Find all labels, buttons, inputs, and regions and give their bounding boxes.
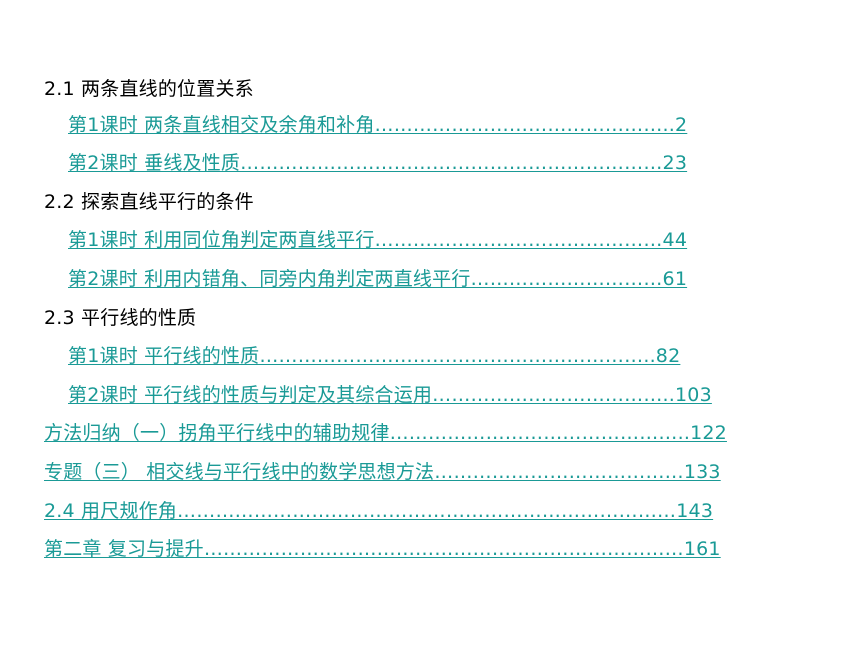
- toc-entry[interactable]: 第2课时 利用内错角、同旁内角判定两直线平行…………………………61: [0, 264, 687, 294]
- toc-entry-link[interactable]: 第1课时 利用同位角判定两直线平行………………………………………44: [68, 229, 688, 251]
- toc-entry-link[interactable]: 第2课时 利用内错角、同旁内角判定两直线平行…………………………61: [68, 268, 688, 290]
- toc-entry[interactable]: 2.4 用尺规作角……………………………………………………………………143: [0, 496, 713, 526]
- toc-entry-link[interactable]: 专题（三） 相交线与平行线中的数学思想方法…………………………………133: [44, 461, 721, 483]
- toc-entry[interactable]: 第二章 复习与提升…………………………………………………………………161: [0, 534, 721, 564]
- section-heading-text: 2.1 两条直线的位置关系: [44, 78, 254, 100]
- toc-entry[interactable]: 第1课时 平行线的性质……………………………………………………..82: [0, 341, 680, 371]
- toc-entry[interactable]: 专题（三） 相交线与平行线中的数学思想方法…………………………………133: [0, 457, 721, 487]
- toc-entry-link[interactable]: 第2课时 平行线的性质与判定及其综合运用………………………………..103: [68, 384, 712, 406]
- toc-entry-link[interactable]: 方法归纳（一）拐角平行线中的辅助规律………………………………………..122: [44, 422, 727, 444]
- section-heading-text: 2.3 平行线的性质: [44, 307, 197, 329]
- section-heading-2-3: 2.3 平行线的性质: [0, 303, 196, 333]
- toc-entry[interactable]: 第2课时 平行线的性质与判定及其综合运用………………………………..103: [0, 380, 712, 410]
- toc-entry-link[interactable]: 第1课时 平行线的性质……………………………………………………..82: [68, 345, 681, 367]
- section-heading-text: 2.2 探索直线平行的条件: [44, 191, 254, 213]
- section-heading-2-1: 2.1 两条直线的位置关系: [0, 74, 254, 104]
- toc-entry-link[interactable]: 2.4 用尺规作角……………………………………………………………………143: [44, 500, 714, 522]
- toc-entry-link[interactable]: 第1课时 两条直线相交及余角和补角………………………………………..2: [68, 114, 688, 136]
- toc-entry-link[interactable]: 第二章 复习与提升…………………………………………………………………161: [44, 538, 721, 560]
- toc-entry[interactable]: 方法归纳（一）拐角平行线中的辅助规律………………………………………..122: [0, 418, 727, 448]
- toc-entry[interactable]: 第1课时 两条直线相交及余角和补角………………………………………..2: [0, 110, 687, 140]
- section-heading-2-2: 2.2 探索直线平行的条件: [0, 187, 254, 217]
- toc-entry[interactable]: 第1课时 利用同位角判定两直线平行………………………………………44: [0, 225, 687, 255]
- toc-entry-link[interactable]: 第2课时 垂线及性质…………………………………………………………23: [68, 152, 688, 174]
- toc-entry[interactable]: 第2课时 垂线及性质…………………………………………………………23: [0, 148, 687, 178]
